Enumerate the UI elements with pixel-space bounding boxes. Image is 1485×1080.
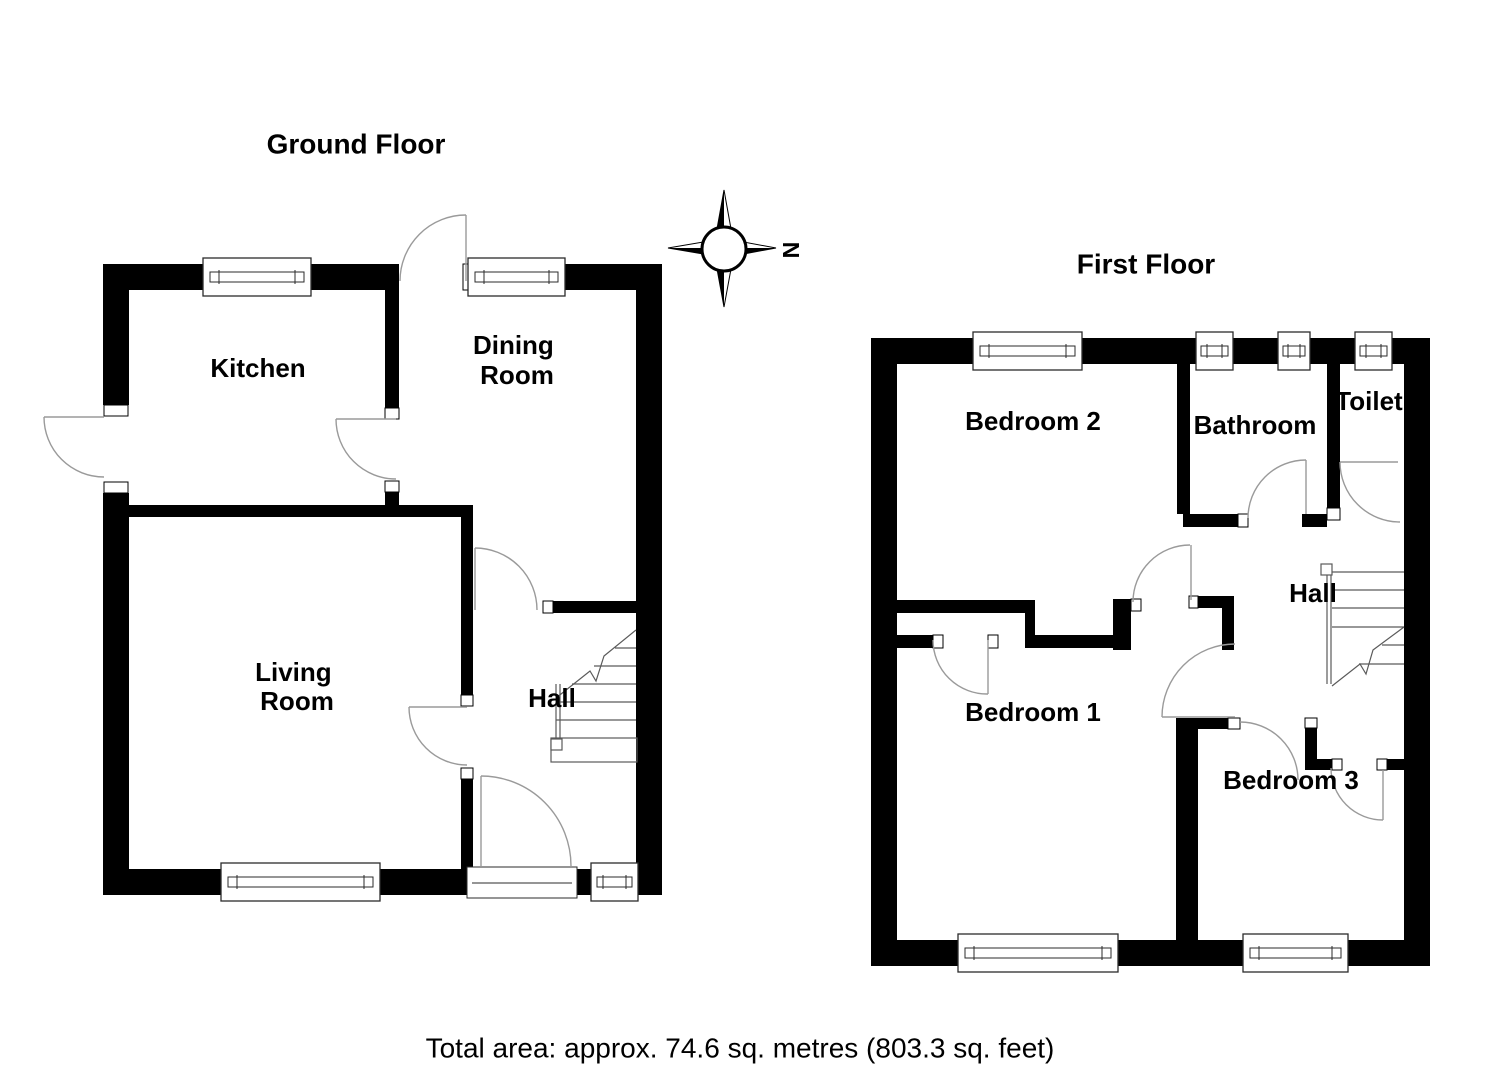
door-swing-icon [1339, 461, 1401, 523]
room-label-bedroom3: Bedroom 3 [1223, 765, 1359, 795]
room-label-bedroom1: Bedroom 1 [965, 697, 1101, 727]
room-label-bathroom: Bathroom [1194, 410, 1317, 440]
window-icon [590, 862, 639, 902]
window-icon [467, 257, 566, 297]
room-label-bedroom2: Bedroom 2 [965, 406, 1101, 436]
door-swing-icon [408, 706, 468, 766]
window-icon [1242, 933, 1349, 973]
door-swing-icon [1330, 767, 1384, 821]
total-area-caption: Total area: approx. 74.6 sq. metres (803… [426, 1033, 1055, 1064]
room-labels: Bedroom 2 Bathroom Toilet Hall Bedroom 1… [965, 386, 1403, 795]
stairs-icon [1320, 563, 1405, 687]
room-labels: Kitchen Dining Room Living Room Hall [210, 330, 576, 716]
window-icon [1354, 331, 1393, 371]
window-icon [1195, 331, 1234, 371]
door-swing-icon [932, 639, 989, 695]
room-label-living-room: Living Room [255, 657, 339, 716]
window-icon [1277, 331, 1311, 371]
compass-north-label: N [778, 242, 804, 259]
first-floor-plan: First Floor [871, 249, 1430, 973]
door-swing-icon [399, 214, 467, 282]
compass-rose-icon: N [667, 189, 804, 308]
ground-floor-plan: Ground Floor [43, 129, 662, 902]
door-arcs [932, 459, 1401, 821]
door-swing-icon [43, 416, 105, 478]
door-swing-icon [474, 547, 538, 611]
room-label-dining-room: Dining Room [473, 330, 561, 390]
door-swing-icon [1239, 721, 1299, 781]
door-threshold [466, 866, 578, 899]
door-swing-icon [480, 775, 572, 867]
door-swing-icon [1132, 544, 1192, 603]
window-icon [957, 933, 1119, 973]
room-label-hall-first: Hall [1289, 578, 1337, 608]
window-icon [972, 331, 1083, 371]
window-icon [220, 862, 381, 902]
stairs-icon [550, 629, 638, 763]
ground-floor-title: Ground Floor [267, 129, 446, 160]
room-label-toilet: Toilet [1335, 386, 1403, 416]
wall-segments [871, 338, 1430, 966]
wall-segments [103, 263, 662, 895]
door-swing-icon [1247, 459, 1307, 519]
door-swing-icon [335, 418, 397, 480]
windows [957, 331, 1393, 973]
window-icon [202, 257, 312, 297]
first-floor-title: First Floor [1077, 249, 1216, 280]
door-swing-icon [1161, 643, 1236, 718]
windows [202, 257, 639, 902]
room-label-hall-ground: Hall [528, 683, 576, 713]
room-label-kitchen: Kitchen [210, 353, 305, 383]
door-arcs [43, 214, 572, 867]
